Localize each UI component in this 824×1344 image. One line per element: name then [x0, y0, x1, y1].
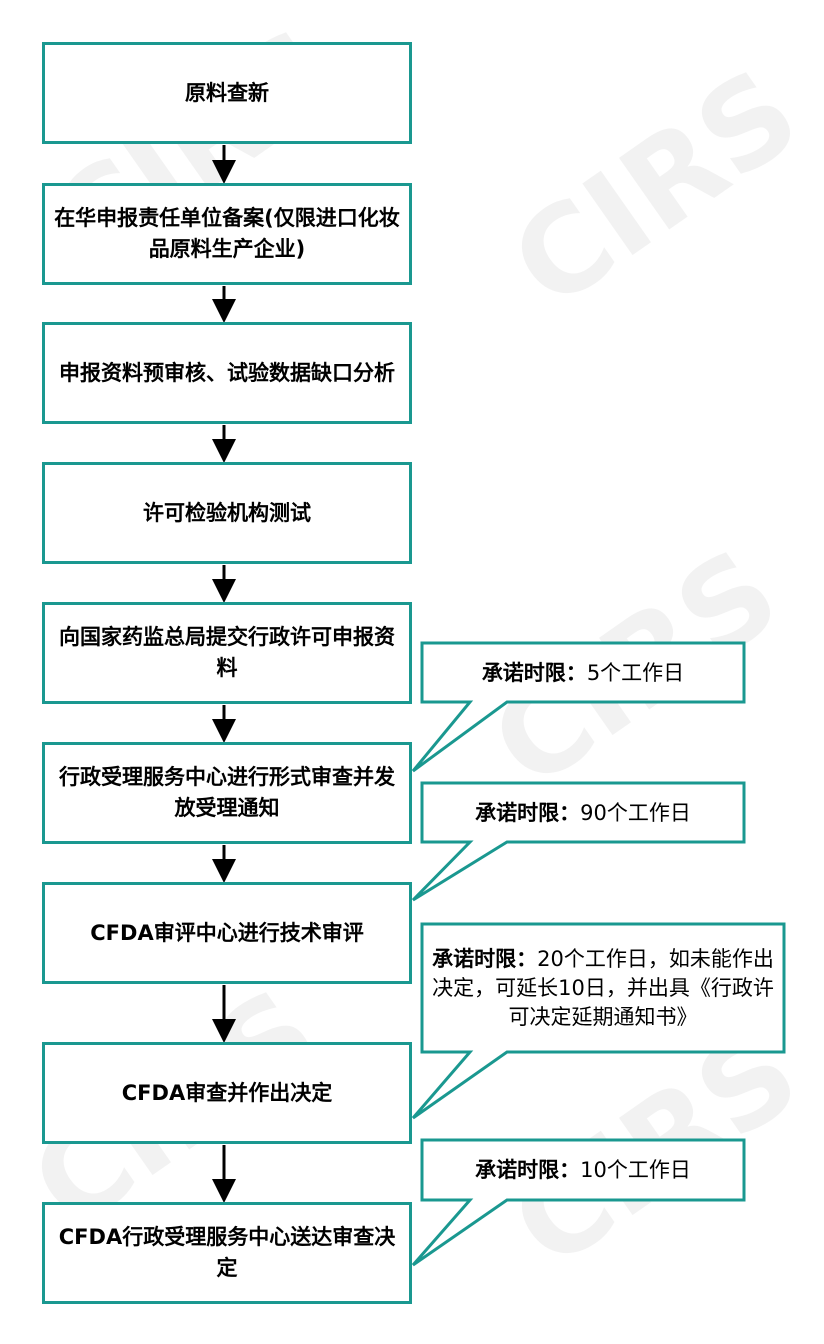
callout-bubble	[411, 641, 746, 773]
flow-step: 向国家药监总局提交行政许可申报资料	[42, 602, 412, 704]
callout-prefix: 承诺时限：	[475, 800, 581, 825]
callout-bubble	[411, 922, 786, 1120]
callout-text: 承诺时限：20个工作日，如未能作出决定，可延长10日，并出具《行政许可决定延期通…	[428, 927, 778, 1049]
flow-step: 许可检验机构测试	[42, 462, 412, 564]
step-label: 向国家药监总局提交行政许可申报资料	[59, 625, 395, 680]
step-label: CFDA行政受理服务中心送达审查决定	[58, 1225, 396, 1280]
flow-step: 原料查新	[42, 42, 412, 144]
step-label: 申报资料预审核、试验数据缺口分析	[59, 360, 395, 385]
callout-text: 承诺时限：5个工作日	[425, 646, 741, 700]
callout-bubble	[411, 1138, 746, 1267]
step-label: CFDA审查并作出决定	[121, 1080, 333, 1105]
flow-step: 申报资料预审核、试验数据缺口分析	[42, 322, 412, 424]
flow-step: CFDA审查并作出决定	[42, 1042, 412, 1144]
callout-prefix: 承诺时限：	[432, 946, 538, 971]
flow-step: 行政受理服务中心进行形式审查并发放受理通知	[42, 742, 412, 844]
callout-prefix: 承诺时限：	[475, 1158, 581, 1182]
step-label: CFDA审评中心进行技术审评	[90, 920, 364, 945]
callout-value: 5个工作日	[586, 660, 685, 685]
callout-prefix: 承诺时限：	[481, 660, 587, 685]
callout-value: 90个工作日	[580, 800, 691, 825]
step-label: 许可检验机构测试	[143, 500, 311, 525]
callout-text: 承诺时限：90个工作日	[425, 786, 741, 840]
flow-step: 在华申报责任单位备案(仅限进口化妆品原料生产企业)	[42, 183, 412, 285]
callout-text: 承诺时限：10个工作日	[425, 1143, 741, 1198]
flow-step: CFDA审评中心进行技术审评	[42, 882, 412, 984]
step-label: 原料查新	[185, 80, 269, 105]
step-label: 在华申报责任单位备案(仅限进口化妆品原料生产企业)	[54, 206, 400, 261]
flow-step: CFDA行政受理服务中心送达审查决定	[42, 1202, 412, 1304]
callout-value: 20个工作日，如未能作出决定，可延长10日，并出具《行政许可决定延期通知书》	[432, 946, 774, 1029]
callout-value: 10个工作日	[580, 1158, 691, 1182]
callout-bubble	[411, 781, 746, 902]
step-label: 行政受理服务中心进行形式审查并发放受理通知	[59, 765, 395, 820]
